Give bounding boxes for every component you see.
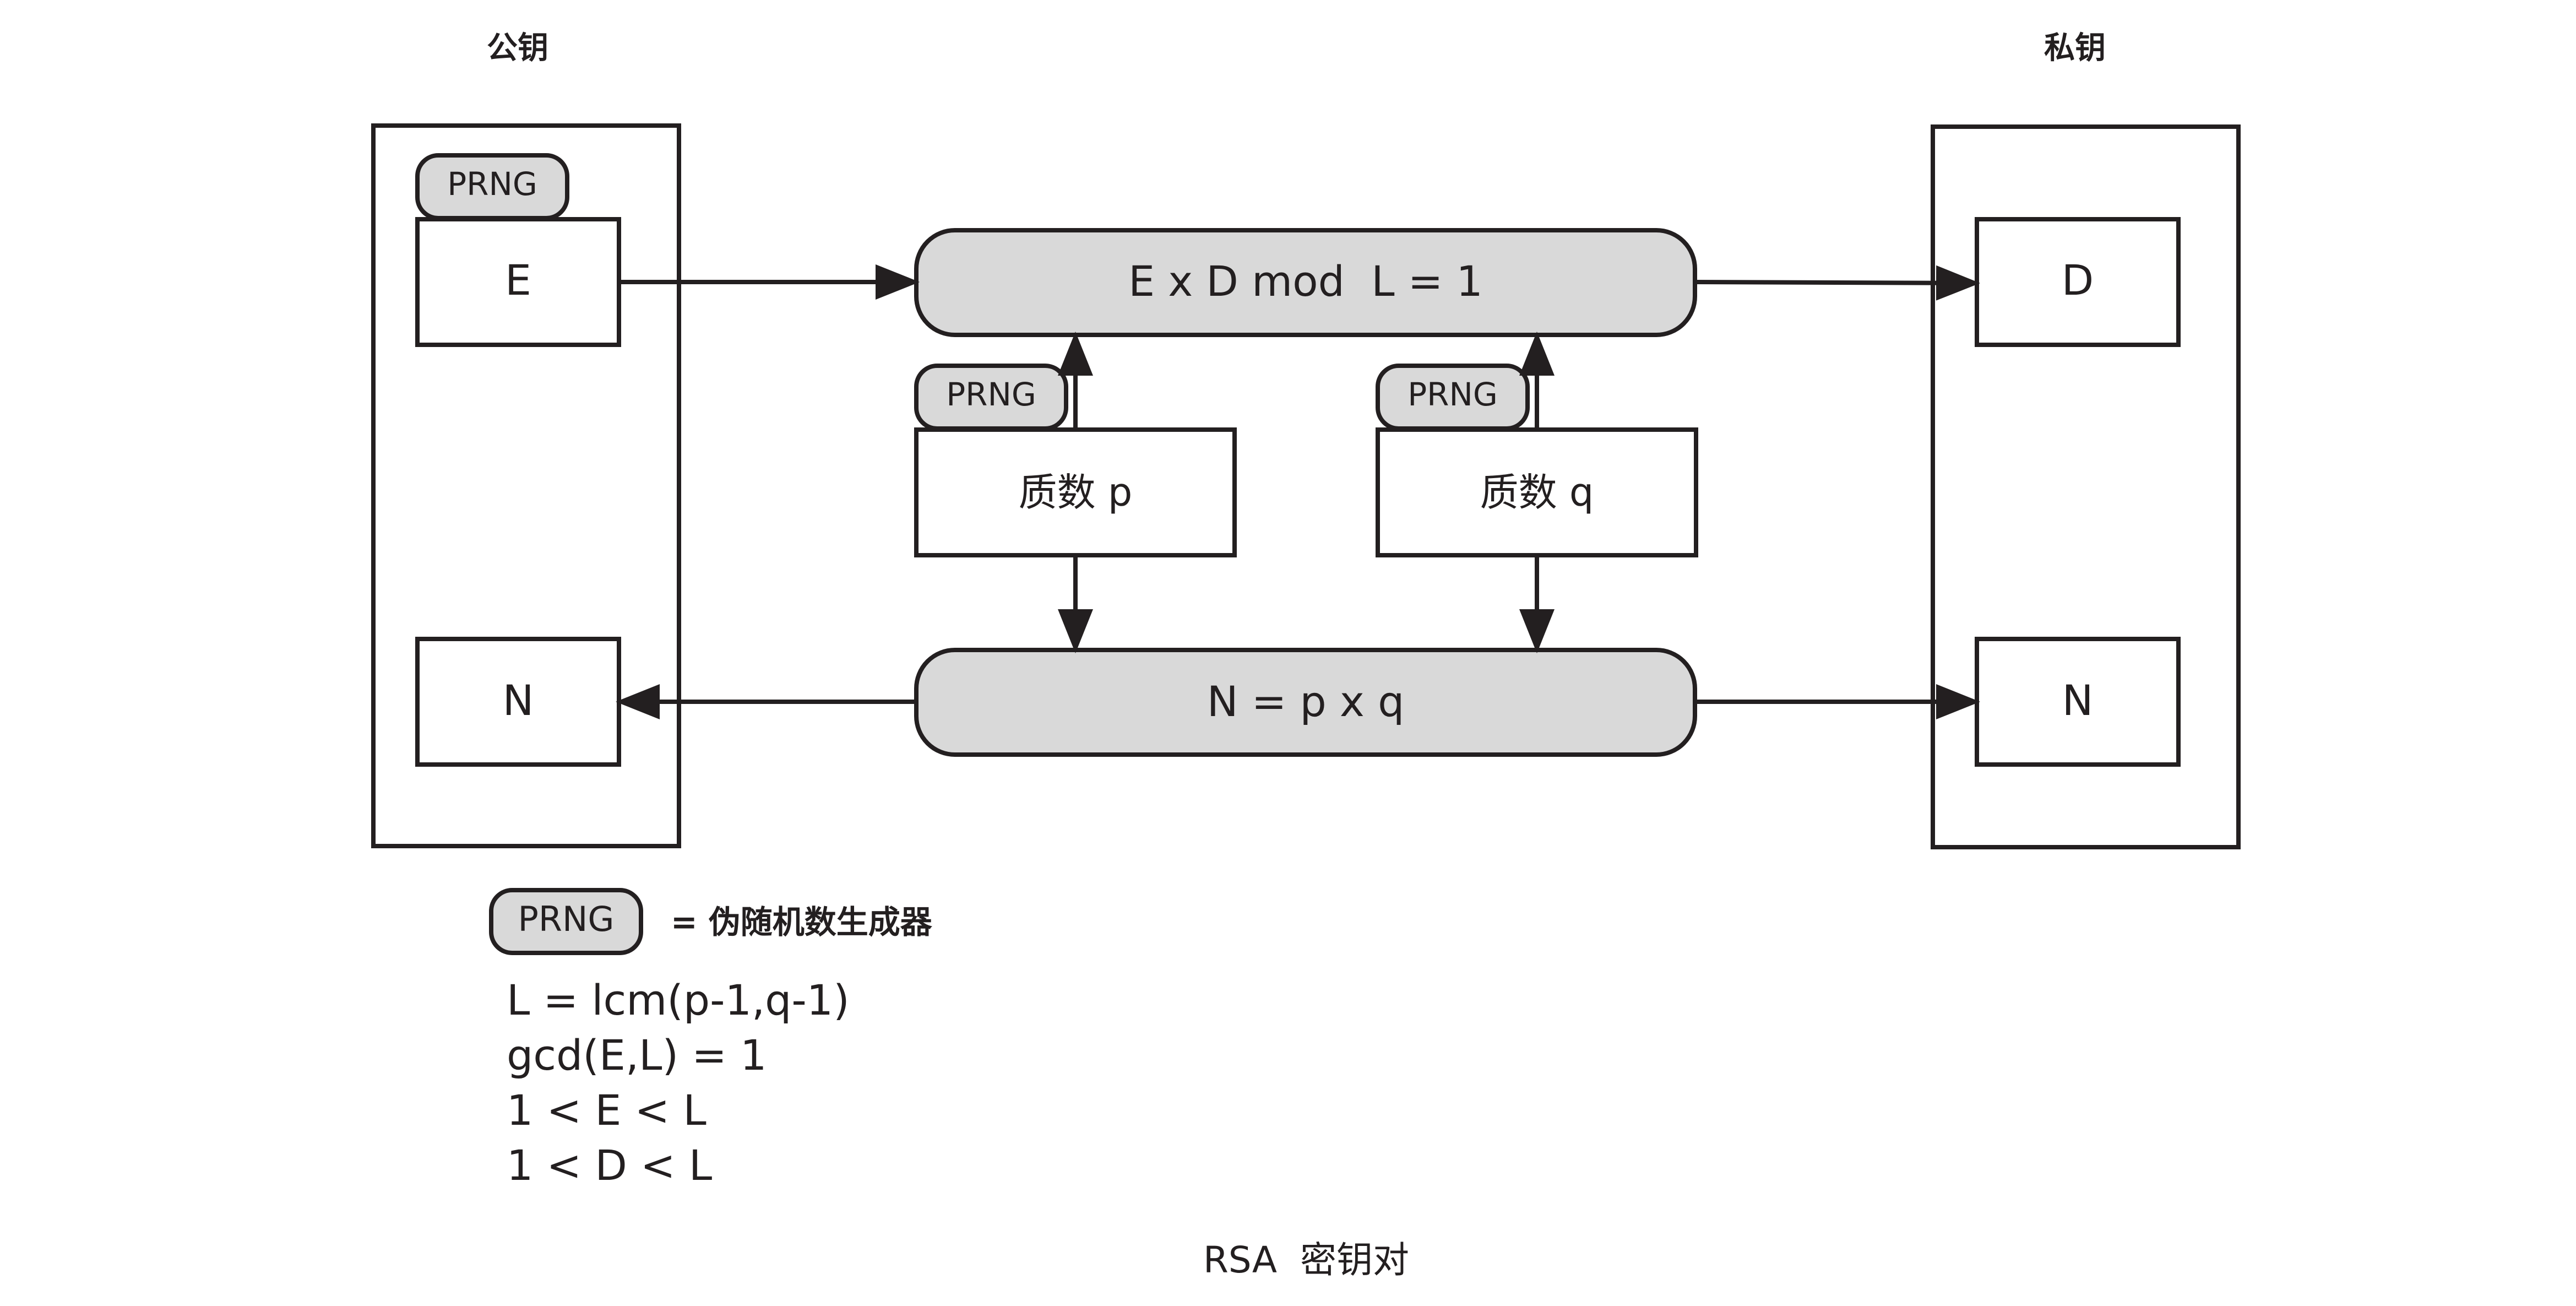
private-key-container — [1931, 124, 2241, 849]
formula-lcm: L = lcm(p-1,q-1) — [507, 976, 850, 1025]
legend-prng-tag-label: PRNG — [518, 899, 615, 939]
prng-tag-p: PRNG — [914, 364, 1068, 431]
d-label: D — [2062, 256, 2094, 305]
public-key-container — [371, 123, 681, 848]
prng-tag-p-label: PRNG — [946, 376, 1036, 413]
arrow-exd-to-d — [1694, 265, 1980, 301]
exd-equation-label: E x D mod L = 1 — [1128, 257, 1483, 306]
public-key-heading: 公钥 — [487, 30, 548, 66]
prime-q-box — [1376, 427, 1698, 557]
n-label-public: N — [503, 676, 534, 725]
prng-tag-e: PRNG — [415, 153, 569, 220]
legend-prng-tag: PRNG — [489, 888, 643, 955]
formula-d-range: 1 < D < L — [507, 1141, 712, 1190]
e-box — [415, 217, 621, 347]
prime-p-box — [914, 427, 1237, 557]
formula-gcd: gcd(E,L) = 1 — [507, 1031, 767, 1080]
private-key-heading: 私钥 — [2044, 30, 2106, 66]
formula-e-range: 1 < E < L — [507, 1086, 707, 1135]
n-label-private: N — [2062, 676, 2094, 725]
legend-prng-meaning: = 伪随机数生成器 — [671, 903, 933, 941]
prime-p-label: 质数 p — [1019, 470, 1133, 515]
e-label: E — [505, 256, 531, 305]
diagram-caption: RSA 密钥对 — [1203, 1239, 1409, 1281]
n-equation-label: N = p x q — [1207, 677, 1405, 726]
prng-tag-e-label: PRNG — [447, 165, 537, 203]
prng-tag-q-label: PRNG — [1407, 376, 1498, 413]
prime-q-label: 质数 q — [1480, 470, 1594, 515]
prng-tag-q: PRNG — [1376, 364, 1530, 431]
